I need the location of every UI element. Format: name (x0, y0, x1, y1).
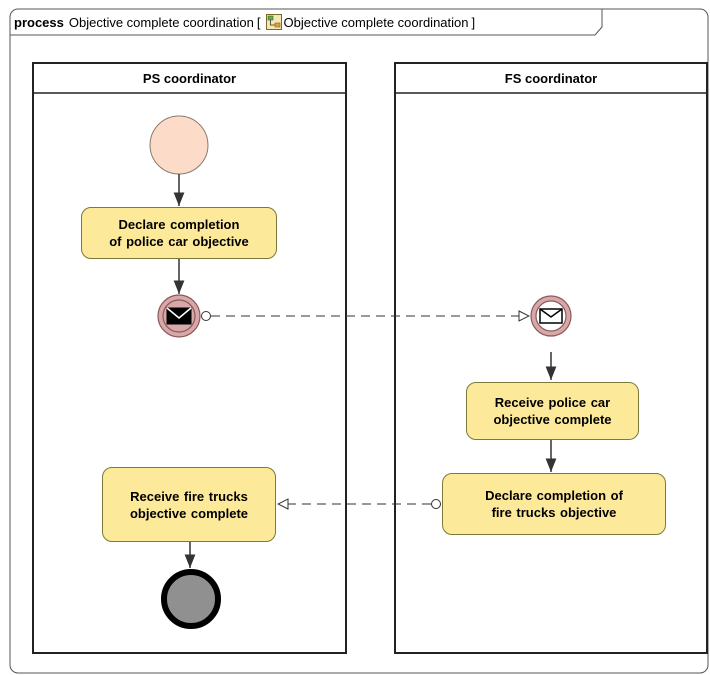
frame-keyword: process (14, 14, 64, 30)
start-event[interactable] (149, 115, 209, 175)
frame-ref-name: Objective complete coordination (283, 14, 469, 30)
end-event[interactable] (161, 569, 221, 629)
task-declare-fire-completion[interactable]: Declare completion of fire trucks object… (442, 473, 666, 535)
task-receive-fire-complete[interactable]: Receive fire trucks objective complete (102, 467, 276, 542)
frame-close-bracket: ] (471, 14, 476, 30)
lane-header-fs: FS coordinator (504, 70, 598, 86)
frame-title-tab (10, 9, 603, 36)
message-flow-fire-complete[interactable] (278, 500, 441, 509)
frame-title: process Objective complete coordination … (14, 9, 478, 35)
frame-open-bracket: [ (256, 14, 261, 30)
frame-process-name: Objective complete coordination (68, 14, 254, 30)
message-throw-event[interactable] (157, 294, 201, 338)
task-receive-police-complete[interactable]: Receive police car objective complete (466, 382, 639, 440)
lane-header-ps: PS coordinator (142, 70, 237, 86)
message-catch-event[interactable] (530, 295, 572, 337)
task-declare-police-completion[interactable]: Declare completion of police car objecti… (81, 207, 277, 259)
message-flow-police-complete[interactable] (201, 312, 530, 321)
envelope-filled-icon (166, 307, 192, 325)
envelope-icon (539, 308, 563, 324)
process-diagram-icon (265, 14, 282, 30)
